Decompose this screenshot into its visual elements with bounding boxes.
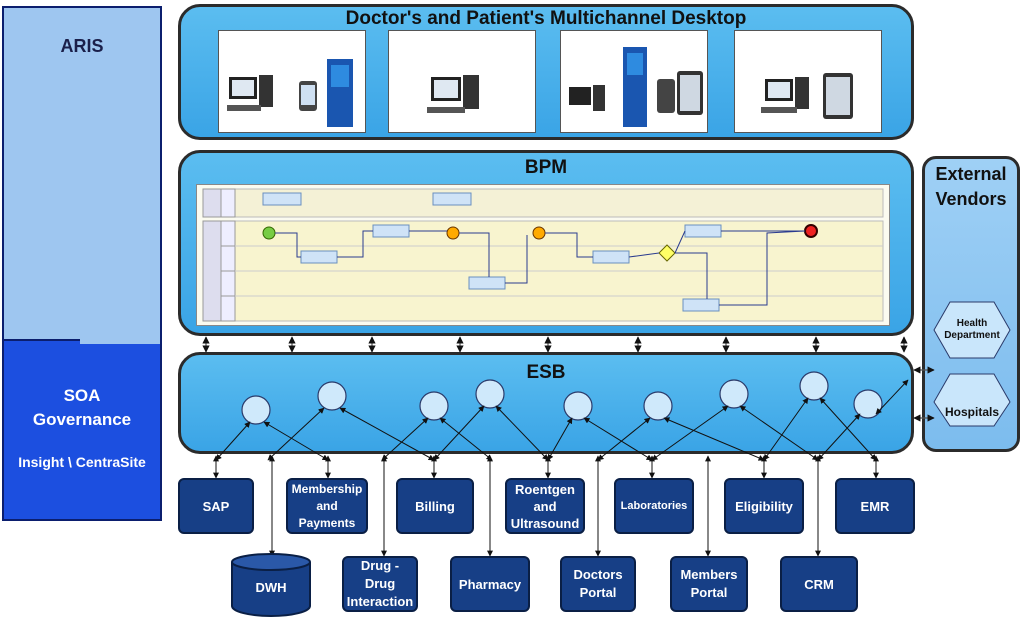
bpm-process-diagram xyxy=(196,184,890,326)
system-pharmacy: Pharmacy xyxy=(450,556,530,612)
health-department-hexagon xyxy=(933,301,1011,359)
desktop-title: Doctor's and Patient's Multichannel Desk… xyxy=(345,8,747,29)
external-vendors-title: External Vendors xyxy=(922,162,1020,212)
esb-title: ESB xyxy=(526,362,566,383)
hospitals-hexagon xyxy=(933,373,1011,427)
system-membership-and-payments: Membership and Payments xyxy=(286,478,368,534)
system-dwh: DWH xyxy=(255,580,287,595)
computer-icon xyxy=(427,75,479,113)
device-screenshot-1 xyxy=(218,30,366,133)
soa-label: SOA Governance xyxy=(2,384,162,432)
system-emr: EMR xyxy=(835,478,915,534)
esb-vendor-connectors xyxy=(913,366,935,422)
system-members-portal: Members Portal xyxy=(670,556,748,612)
computer-phone-kiosk-icon xyxy=(227,59,353,127)
soa-aris-notch xyxy=(80,146,160,344)
system-drug-drug-interaction: Drug - Drug Interaction xyxy=(342,556,418,612)
system-sap: SAP xyxy=(178,478,254,534)
soa-sub-label: Insight \ CentraSite xyxy=(18,454,146,470)
device-screenshot-3 xyxy=(560,30,708,133)
vendor-hospitals: Hospitals xyxy=(944,405,999,419)
system-crm: CRM xyxy=(780,556,858,612)
device-screenshot-4 xyxy=(734,30,882,133)
vendor-hexagons xyxy=(933,301,1011,427)
esb-vertical-links xyxy=(213,455,879,557)
device-screenshot-2 xyxy=(388,30,536,133)
vendor-health-department: Health Department xyxy=(944,318,1000,341)
esb-service-nodes xyxy=(241,371,883,425)
external-vendors-title-line1: External xyxy=(935,164,1007,184)
system-eligibility: Eligibility xyxy=(724,478,804,534)
external-vendors-title-line2: Vendors xyxy=(935,189,1007,209)
system-billing: Billing xyxy=(396,478,474,534)
computer-tablet-icon xyxy=(761,73,853,119)
bpm-title: BPM xyxy=(524,157,568,178)
system-laboratories: Laboratories xyxy=(614,478,694,534)
soa-label-line2: Governance xyxy=(32,410,132,429)
soa-label-line1: SOA xyxy=(63,386,101,405)
dwh-database-cylinder xyxy=(231,553,311,617)
system-doctors-portal: Doctors Portal xyxy=(560,556,636,612)
esb-system-links xyxy=(215,379,909,461)
bpmn-swimlane-diagram xyxy=(197,185,889,325)
system-roentgen-and-ultrasound: Roentgen and Ultrasound xyxy=(505,478,585,534)
bpm-esb-connectors xyxy=(202,336,908,353)
computer-kiosk-tablet-icon xyxy=(569,47,703,127)
aris-label: ARIS xyxy=(60,36,104,56)
